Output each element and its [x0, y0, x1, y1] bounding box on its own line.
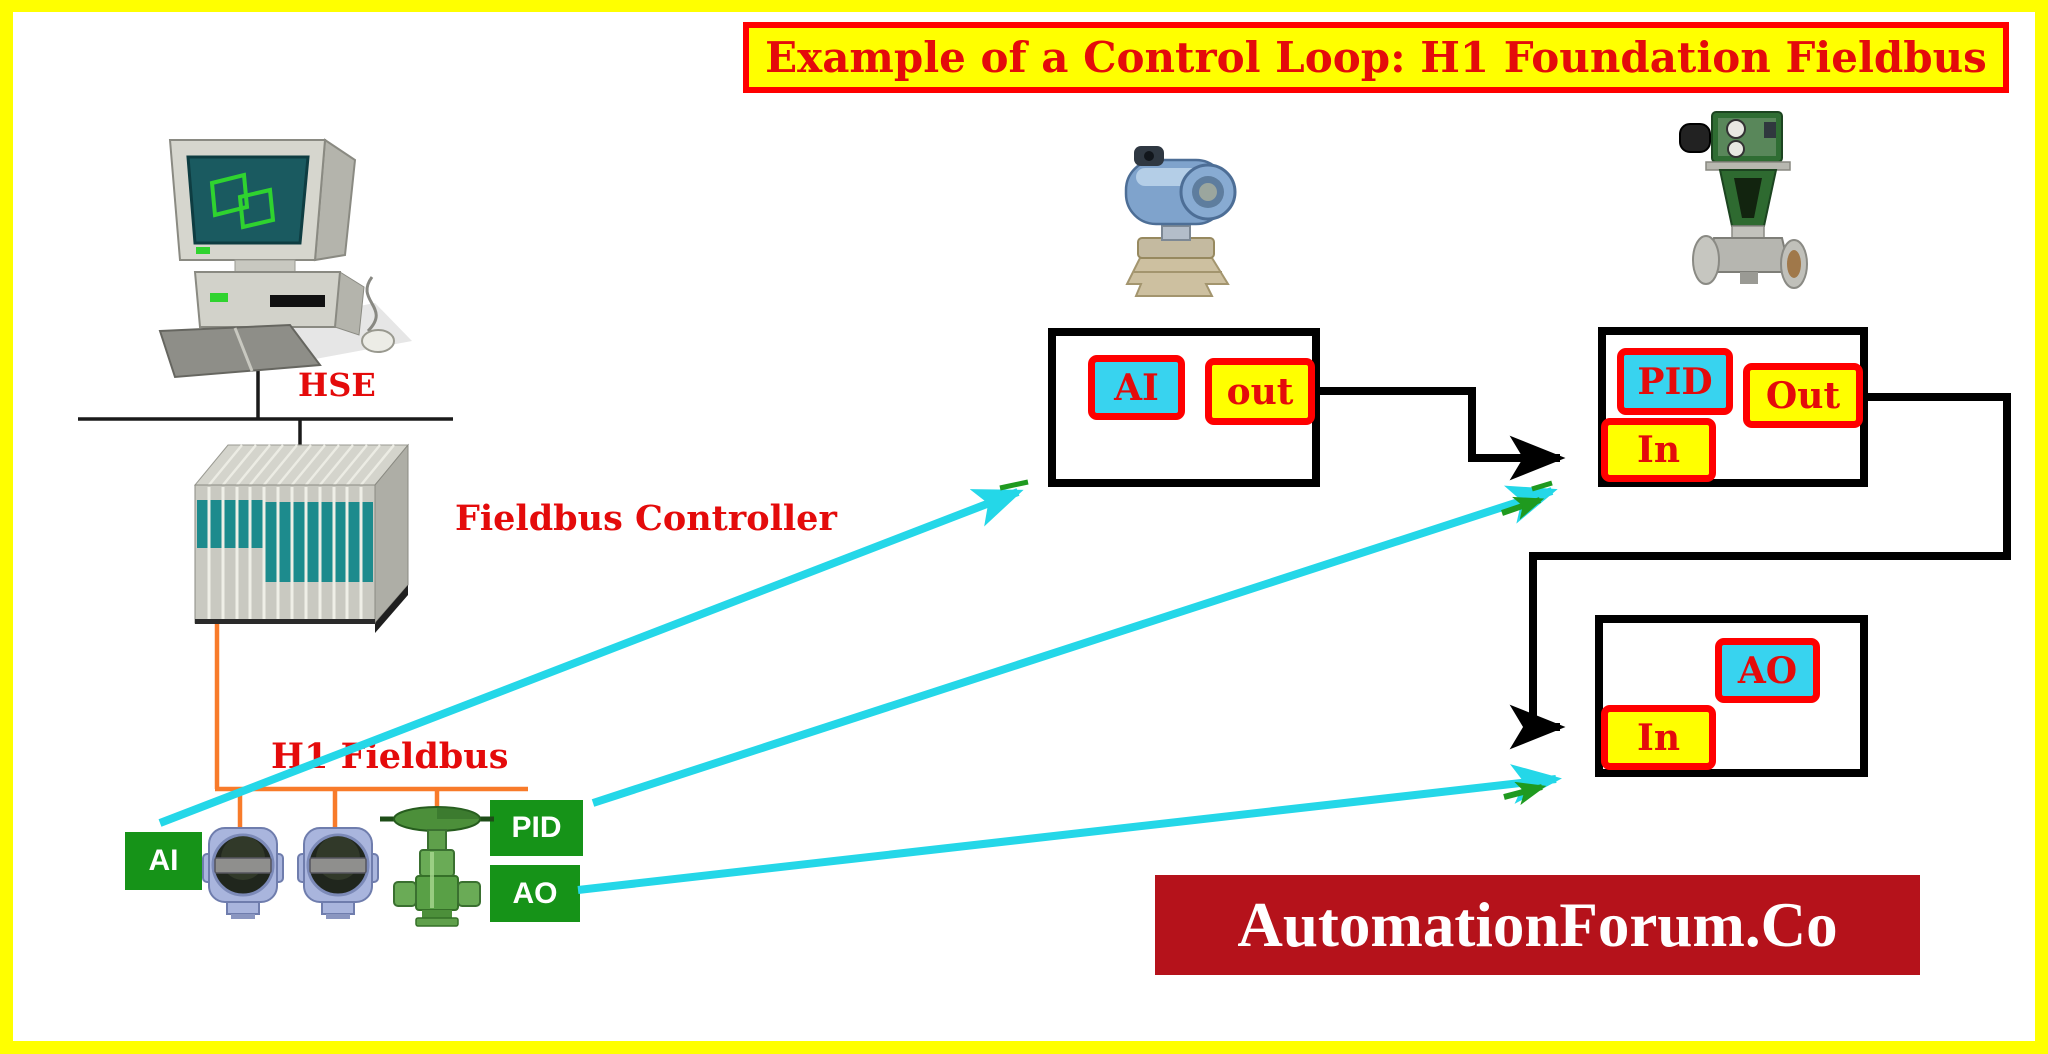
device-block-pid: PID	[490, 800, 583, 856]
hse-label: HSE	[298, 366, 376, 404]
device-block-ai: AI	[125, 832, 202, 890]
automationforum-logo: AutomationForum.Co	[1155, 875, 1920, 975]
h1-fieldbus-label: H1 Fieldbus	[271, 736, 509, 777]
fb-ao-label: AO	[1715, 638, 1820, 703]
fb-pid-out-label: Out	[1743, 363, 1863, 428]
device-block-ao: AO	[490, 865, 580, 922]
page-title: Example of a Control Loop: H1 Foundation…	[765, 33, 1987, 82]
logo-text: AutomationForum.Co	[1237, 889, 1838, 960]
fb-out-label: out	[1205, 358, 1315, 425]
fieldbus-controller-label: Fieldbus Controller	[455, 498, 837, 539]
fb-pid-label: PID	[1617, 348, 1733, 415]
fb-pid-in-label: In	[1601, 418, 1716, 482]
fb-ao-in-label: In	[1601, 705, 1716, 770]
title-box: Example of a Control Loop: H1 Foundation…	[743, 22, 2009, 93]
fb-ai-label: AI	[1088, 355, 1185, 420]
